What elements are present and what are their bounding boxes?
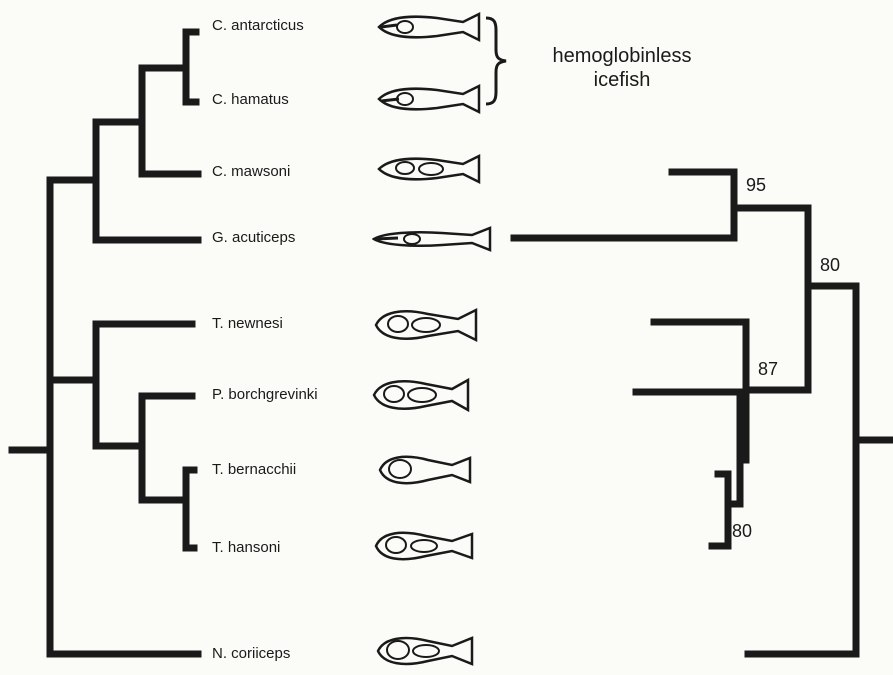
support-value-node-80-top: 80	[820, 256, 840, 274]
left-cladogram	[12, 32, 198, 654]
support-value-node-87: 87	[758, 360, 778, 378]
fish-icon-n-coriiceps	[374, 632, 478, 670]
fish-icon-t-bernacchii	[376, 450, 476, 490]
icefish-group-label-line2: icefish	[522, 68, 722, 92]
taxon-label-c-hamatus: C. hamatus	[212, 92, 289, 107]
taxon-label-t-bernacchii: T. bernacchii	[212, 462, 296, 477]
icefish-group-label: hemoglobinless icefish	[522, 44, 722, 92]
fish-icon-g-acuticeps	[372, 222, 496, 256]
icefish-group-label-line1: hemoglobinless	[522, 44, 722, 68]
fish-icon-t-hansoni	[372, 526, 478, 566]
right-tree	[514, 172, 893, 654]
taxon-label-g-acuticeps: G. acuticeps	[212, 230, 295, 245]
taxon-label-c-antarcticus: C. antarcticus	[212, 18, 304, 33]
support-value-node-80-bottom: 80	[732, 522, 752, 540]
fish-icon-c-hamatus	[375, 82, 485, 116]
fish-icon-t-newnesi	[372, 304, 484, 346]
taxon-label-c-mawsoni: C. mawsoni	[212, 164, 290, 179]
support-value-node-95: 95	[746, 176, 766, 194]
taxon-label-t-newnesi: T. newnesi	[212, 316, 283, 331]
fish-icon-p-borchgrevinki	[370, 374, 476, 416]
taxon-label-p-borchgrevinki: P. borchgrevinki	[212, 387, 318, 402]
fish-icon-c-mawsoni	[375, 152, 485, 186]
taxon-label-n-coriiceps: N. coriiceps	[212, 646, 290, 661]
icefish-brace	[486, 18, 506, 104]
taxon-label-t-hansoni: T. hansoni	[212, 540, 280, 555]
fish-icon-c-antarcticus	[375, 10, 485, 44]
